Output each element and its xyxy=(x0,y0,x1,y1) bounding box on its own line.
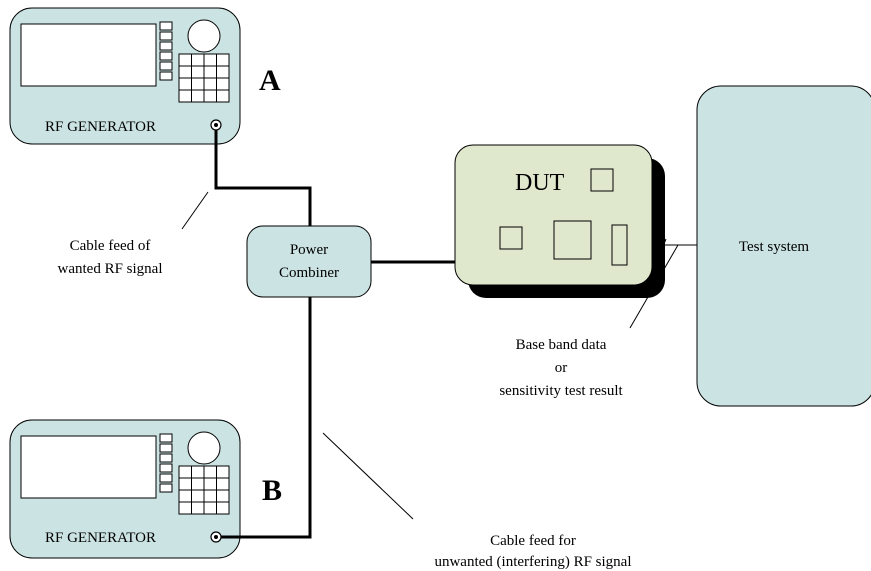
dut-chip-small xyxy=(499,226,523,250)
baseband-annotation-line2: or xyxy=(555,360,568,376)
bus-slash-1 xyxy=(654,238,661,252)
generator-b-keypad xyxy=(178,465,230,515)
leader-baseband xyxy=(629,244,679,329)
bus-slash-2 xyxy=(660,238,667,252)
dut-chip-tall xyxy=(611,224,628,266)
rf-generator-a: RF GENERATOR xyxy=(9,7,241,145)
generator-a-screen xyxy=(20,23,157,87)
rf-generator-b: RF GENERATOR xyxy=(9,419,241,559)
baseband-annotation-line1: Base band data xyxy=(516,337,607,353)
generator-b-knob xyxy=(187,431,221,465)
test-system: Test system xyxy=(696,85,871,407)
dut-chip-large xyxy=(553,220,592,260)
cable-unwanted-signal xyxy=(221,297,312,539)
dut: DUT xyxy=(454,144,665,298)
wanted-annotation-line1: Cable feed of xyxy=(70,238,151,254)
generator-a-keypad xyxy=(178,53,230,103)
generator-a-label: RF GENERATOR xyxy=(45,119,156,135)
generator-b-tag: B xyxy=(262,474,282,507)
combiner-label-line2: Combiner xyxy=(279,265,339,281)
generator-b-screen xyxy=(20,435,157,499)
test-system-box xyxy=(696,85,871,407)
leader-unwanted xyxy=(322,432,414,520)
dut-label: DUT xyxy=(515,170,565,196)
annotation-leaders xyxy=(181,191,679,520)
baseband-annotation-line3: sensitivity test result xyxy=(499,383,623,399)
generator-a-tag: A xyxy=(259,64,281,97)
combiner-label-line1: Power xyxy=(290,242,328,258)
unwanted-annotation-line1: Cable feed for xyxy=(490,533,576,549)
generator-b-softkeys xyxy=(159,433,173,493)
wanted-annotation-line2: wanted RF signal xyxy=(58,261,163,277)
cable-wanted-signal xyxy=(214,130,312,226)
generator-a-softkeys xyxy=(159,21,173,81)
combiner-box xyxy=(246,225,372,298)
dut-chip-top xyxy=(590,168,614,192)
cables xyxy=(214,130,460,539)
power-combiner: Power Combiner xyxy=(246,225,372,298)
test-system-label: Test system xyxy=(739,239,810,255)
generator-a-knob xyxy=(187,19,221,53)
dut-board xyxy=(454,144,653,286)
generator-b-label: RF GENERATOR xyxy=(45,530,156,546)
baseband-bus xyxy=(652,238,697,252)
leader-wanted xyxy=(181,191,209,230)
unwanted-annotation-line2: unwanted (interfering) RF signal xyxy=(434,554,631,570)
